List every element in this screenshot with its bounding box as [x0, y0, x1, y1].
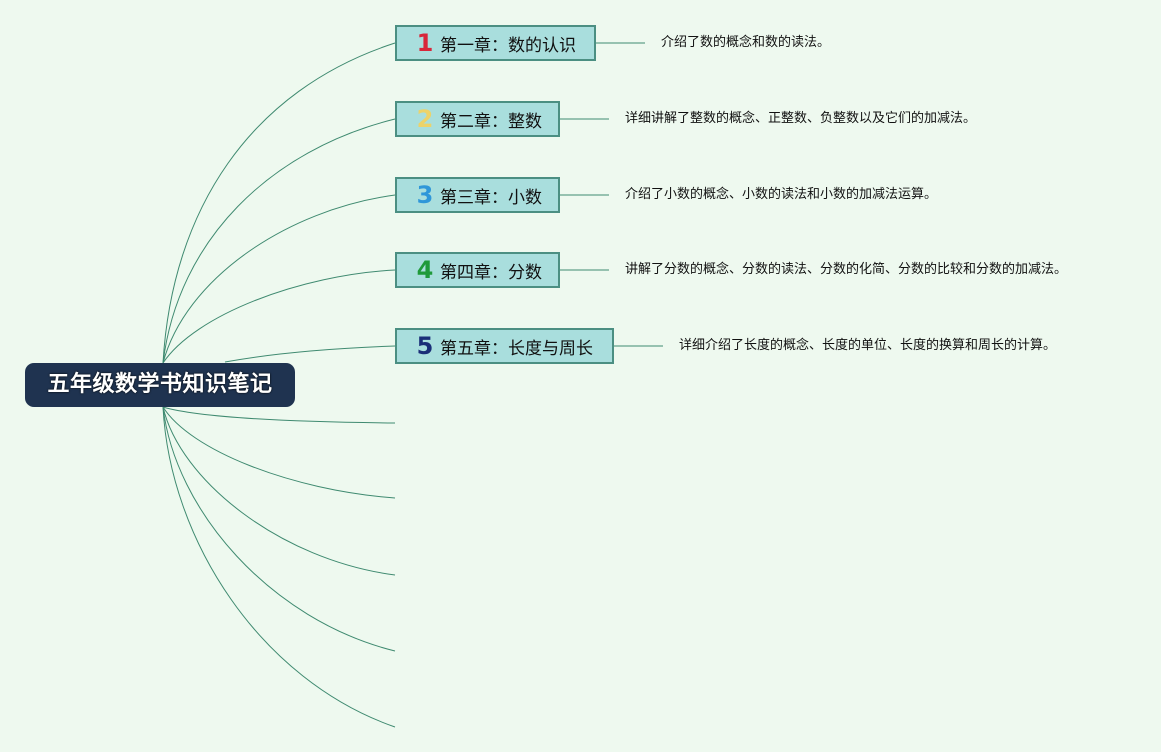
- connector-empty-3: [162, 406, 396, 576]
- chapter-title: 第五章：长度与周长: [440, 338, 593, 359]
- chapter-node-1[interactable]: 1 第一章：数的认识: [395, 25, 596, 61]
- connector-empty-1: [162, 406, 396, 424]
- connector-empty-4: [162, 406, 396, 652]
- chapter-node-5[interactable]: 5 第五章：长度与周长: [395, 328, 614, 364]
- chapter-description-2[interactable]: 详细讲解了整数的概念、正整数、负整数以及它们的加减法。: [625, 111, 977, 126]
- chapter-title: 第四章：分数: [440, 262, 542, 283]
- chapter-node-4[interactable]: 4 第四章：分数: [395, 252, 560, 288]
- connector-chapter-5: [224, 345, 396, 363]
- connector-chapter-1: [162, 42, 396, 364]
- number-five-icon: 5: [416, 332, 434, 360]
- chapter-node-3[interactable]: 3 第三章：小数: [395, 177, 560, 213]
- connector-chapter-4: [162, 269, 396, 364]
- chapter-description-1[interactable]: 介绍了数的概念和数的读法。: [661, 35, 831, 50]
- chapter-description-5[interactable]: 详细介绍了长度的概念、长度的单位、长度的换算和周长的计算。: [679, 338, 1057, 353]
- chapter-title: 第三章：小数: [440, 187, 542, 208]
- number-one-icon: 1: [416, 29, 434, 57]
- number-two-icon: 2: [416, 105, 434, 133]
- chapter-node-2[interactable]: 2 第二章：整数: [395, 101, 560, 137]
- chapter-description-4[interactable]: 讲解了分数的概念、分数的读法、分数的化简、分数的比较和分数的加减法。: [625, 262, 1068, 277]
- connector-empty-2: [162, 406, 396, 499]
- chapter-title: 第一章：数的认识: [440, 35, 576, 56]
- connector-chapter-2: [162, 118, 396, 364]
- connector-chapter-3: [162, 194, 396, 364]
- connector-empty-5: [162, 406, 396, 728]
- number-three-icon: 3: [416, 181, 434, 209]
- root-topic[interactable]: 五年级数学书知识笔记: [25, 363, 295, 407]
- chapter-title: 第二章：整数: [440, 111, 542, 132]
- number-four-icon: 4: [416, 256, 434, 284]
- chapter-description-3[interactable]: 介绍了小数的概念、小数的读法和小数的加减法运算。: [625, 187, 938, 202]
